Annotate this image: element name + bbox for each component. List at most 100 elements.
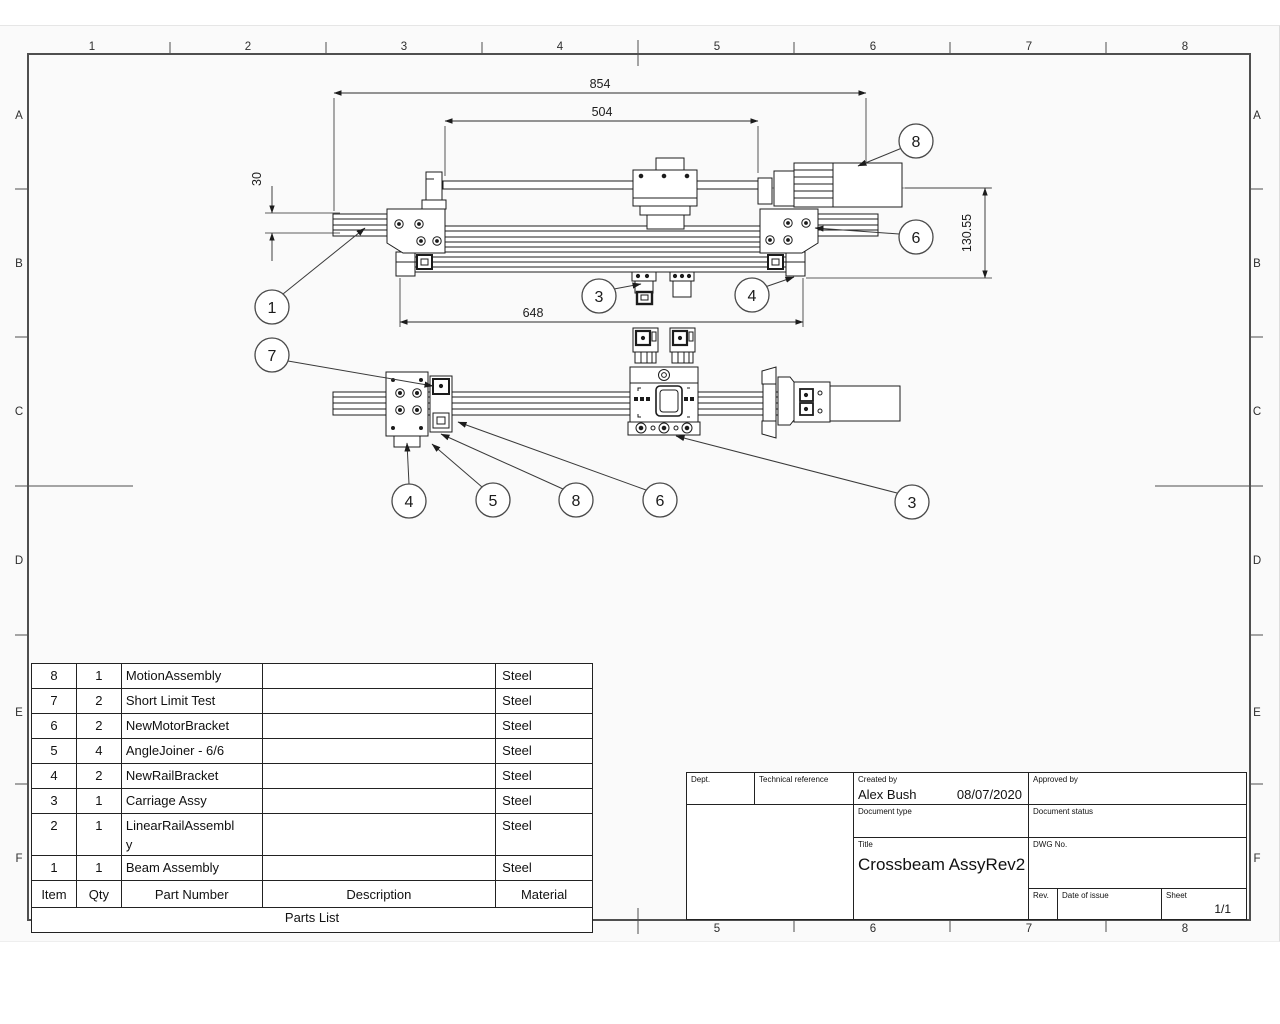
right-rail-bracket [759,208,819,254]
grid-col-label: 8 [1182,923,1188,935]
document-status-label: Document status [1033,807,1094,816]
limit-switch [631,271,657,306]
balloon-4-top: 4 [734,277,770,313]
balloon-3-top: 3 [581,278,617,314]
coupling [757,177,773,205]
cell-material: Steel [502,718,532,733]
balloon-label: 3 [595,289,604,306]
titleblock-approved-by-cell: Approved by [1028,773,1247,805]
left-rail-bracket [386,208,446,254]
grid-row-label: E [15,707,23,719]
sheet-value: 1/1 [1214,902,1231,916]
cell-item: 4 [32,764,77,788]
left-bearing-block [425,171,443,204]
right-foot-bracket [785,251,806,277]
titleblock-document-status-cell: Document status [1028,805,1247,838]
cell-description [263,714,497,738]
cell-material: Steel [502,793,532,808]
balloon-7-bottom: 7 [254,337,290,373]
cell-material: Steel [502,693,532,708]
limit-switch [669,271,695,298]
left-block-plan [385,371,429,437]
document-type-label: Document type [858,807,912,816]
title-block: Dept. Technical reference Created by Ale… [686,772,1247,920]
balloon-label: 4 [405,494,414,511]
grid-col-label: 1 [89,41,95,53]
cell-qty: 4 [77,739,122,763]
cell-qty: 1 [77,664,122,688]
grid-col-label: 6 [870,41,876,53]
table-row: 8 1 MotionAssembly Steel [32,664,592,689]
cell-part-number: NewRailBracket [122,764,263,788]
titleblock-dept-cell: Dept. [687,773,755,805]
balloon-label: 8 [912,134,921,151]
cell-description [263,764,497,788]
titleblock-sheet-cell: Sheet 1/1 [1161,889,1247,919]
grid-col-label: 7 [1026,923,1032,935]
cell-item: 8 [32,664,77,688]
balloon-label: 6 [656,493,665,510]
grid-col-label: 3 [401,41,407,53]
cell-part-number: Short Limit Test [122,689,263,713]
cell-item: 1 [32,856,77,880]
cell-qty: 2 [77,689,122,713]
right-wing-bracket [761,366,777,385]
cell-item: 6 [32,714,77,738]
cell-material: Steel [502,768,532,783]
cell-qty: 1 [77,814,122,855]
cell-qty: 2 [77,764,122,788]
dimension-texts: 854 504 648 30 130.55 [250,77,974,320]
dept-label: Dept. [691,775,711,784]
motor-plan [829,385,901,422]
drawing-title: Crossbeam AssyRev2 [858,855,1026,874]
balloon-1-top: 1 [254,289,290,325]
cell-material: Steel [502,668,532,683]
sheet-label: Sheet [1166,891,1187,900]
table-row: 7 2 Short Limit Test Steel [32,689,592,714]
cell-part-number: NewMotorBracket [122,714,263,738]
grid-col-label: 5 [714,923,720,935]
table-row: 2 1 LinearRailAssembly Steel [32,814,592,856]
cell-item: 7 [32,689,77,713]
left-foot-bracket [395,251,416,277]
dim-beam-length: 648 [523,306,544,320]
cell-part-number: MotionAssembly [122,664,263,688]
cell-description [263,789,497,813]
created-by-value: Alex Bush [858,787,917,802]
carriage-top-tab [655,157,685,172]
cell-material: Steel [502,743,532,758]
dim-rail-offset: 30 [250,172,264,186]
top-view-assembly [332,157,991,306]
titleblock-created-by-cell: Created by Alex Bush 08/07/2020 [853,773,1028,805]
grid-labels: 1 2 3 4 5 6 7 8 1 2 3 4 5 6 7 8 A B C D … [15,41,1261,935]
balloon-label: 5 [489,493,498,510]
balloon-8-bottom: 8 [558,482,594,518]
grid-row-label: A [15,110,23,122]
grid-row-label: B [1253,258,1261,270]
grid-row-label: D [1253,555,1261,567]
cell-material: Steel [502,860,532,875]
balloon-6-top: 6 [898,219,934,255]
parts-list-title: Parts List [284,910,340,925]
cell-item: 3 [32,789,77,813]
cell-description [263,856,497,880]
balloon-3-bottom: 3 [894,484,930,520]
grid-col-label: 5 [714,41,720,53]
cell-item: 2 [32,814,77,855]
table-row: 4 2 NewRailBracket Steel [32,764,592,789]
grid-row-label: F [1253,853,1260,865]
parts-list-table: 8 1 MotionAssembly Steel 7 2 Short Limit… [31,663,593,933]
table-row: 5 4 AngleJoiner - 6/6 Steel [32,739,592,764]
cell-part-number: AngleJoiner - 6/6 [122,739,263,763]
titleblock-title-cell: Title Crossbeam AssyRev2 [853,838,1028,919]
cell-material: Steel [502,818,532,833]
grid-row-label: A [1253,110,1261,122]
balloon-label: 4 [748,288,757,305]
dim-overall-length: 854 [590,77,611,91]
date-of-issue-label: Date of issue [1062,891,1109,900]
dwg-no-label: DWG No. [1033,840,1068,849]
header-item: Item [32,881,77,907]
created-by-label: Created by [858,775,898,784]
